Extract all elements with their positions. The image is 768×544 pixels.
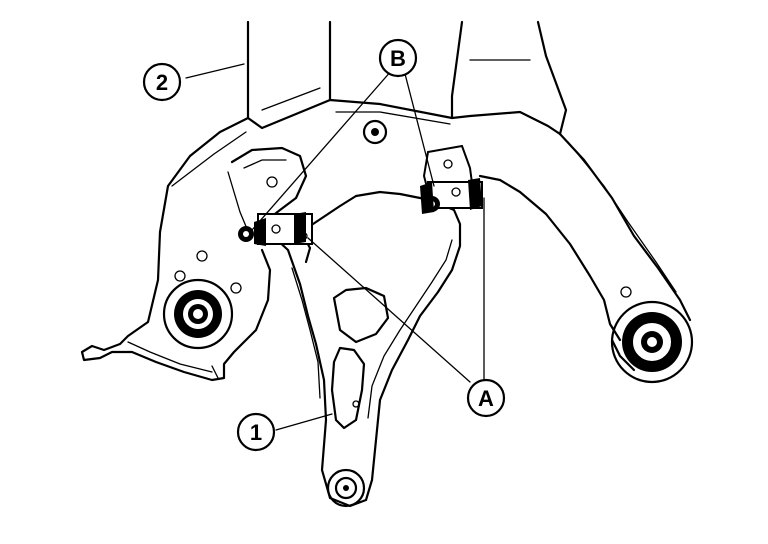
callout-b-text: B [390, 46, 406, 71]
callout-2: 2 [142, 62, 182, 102]
callout-2-text: 2 [156, 70, 168, 95]
leader-lines [185, 63, 485, 431]
callout-b: B [378, 38, 418, 78]
subframe-part-2 [80, 20, 694, 384]
callout-1: 1 [236, 412, 276, 452]
callout-1-text: 1 [250, 420, 262, 445]
callout-a-text: A [478, 386, 494, 411]
right-bracket [420, 144, 483, 214]
callout-a: A [466, 378, 506, 418]
left-bracket [238, 212, 313, 246]
